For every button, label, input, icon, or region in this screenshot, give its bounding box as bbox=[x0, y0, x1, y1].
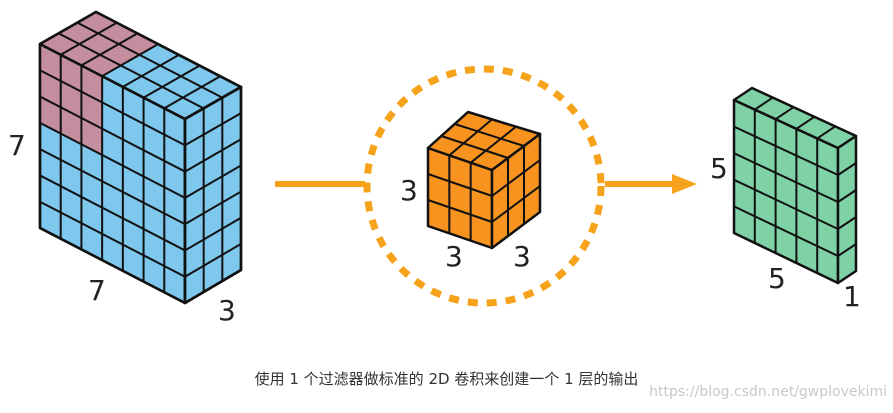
filter-circle bbox=[363, 65, 605, 307]
output-arrow-head bbox=[672, 174, 697, 194]
figure-caption: 使用 1 个过滤器做标准的 2D 卷积来创建一个 1 层的输出 bbox=[254, 370, 639, 388]
input-height-label: 7 bbox=[8, 129, 26, 162]
filter-width-label: 3 bbox=[445, 240, 463, 273]
filter-height-label: 3 bbox=[400, 174, 418, 207]
input-filter-region-front bbox=[40, 44, 103, 155]
output-layer bbox=[732, 86, 858, 285]
output-height-label: 5 bbox=[710, 152, 728, 185]
watermark: https://blog.csdn.net/gwplovekimi bbox=[649, 384, 887, 400]
input-side-face bbox=[183, 85, 243, 305]
input-volume bbox=[38, 10, 243, 305]
output-depth-label: 1 bbox=[843, 280, 861, 313]
filter-cube bbox=[426, 110, 542, 250]
output-side-face bbox=[836, 134, 858, 285]
output-width-label: 5 bbox=[768, 262, 786, 295]
filter-depth-label: 3 bbox=[513, 240, 531, 273]
input-width-label: 7 bbox=[88, 274, 106, 307]
input-depth-label: 3 bbox=[218, 294, 236, 327]
